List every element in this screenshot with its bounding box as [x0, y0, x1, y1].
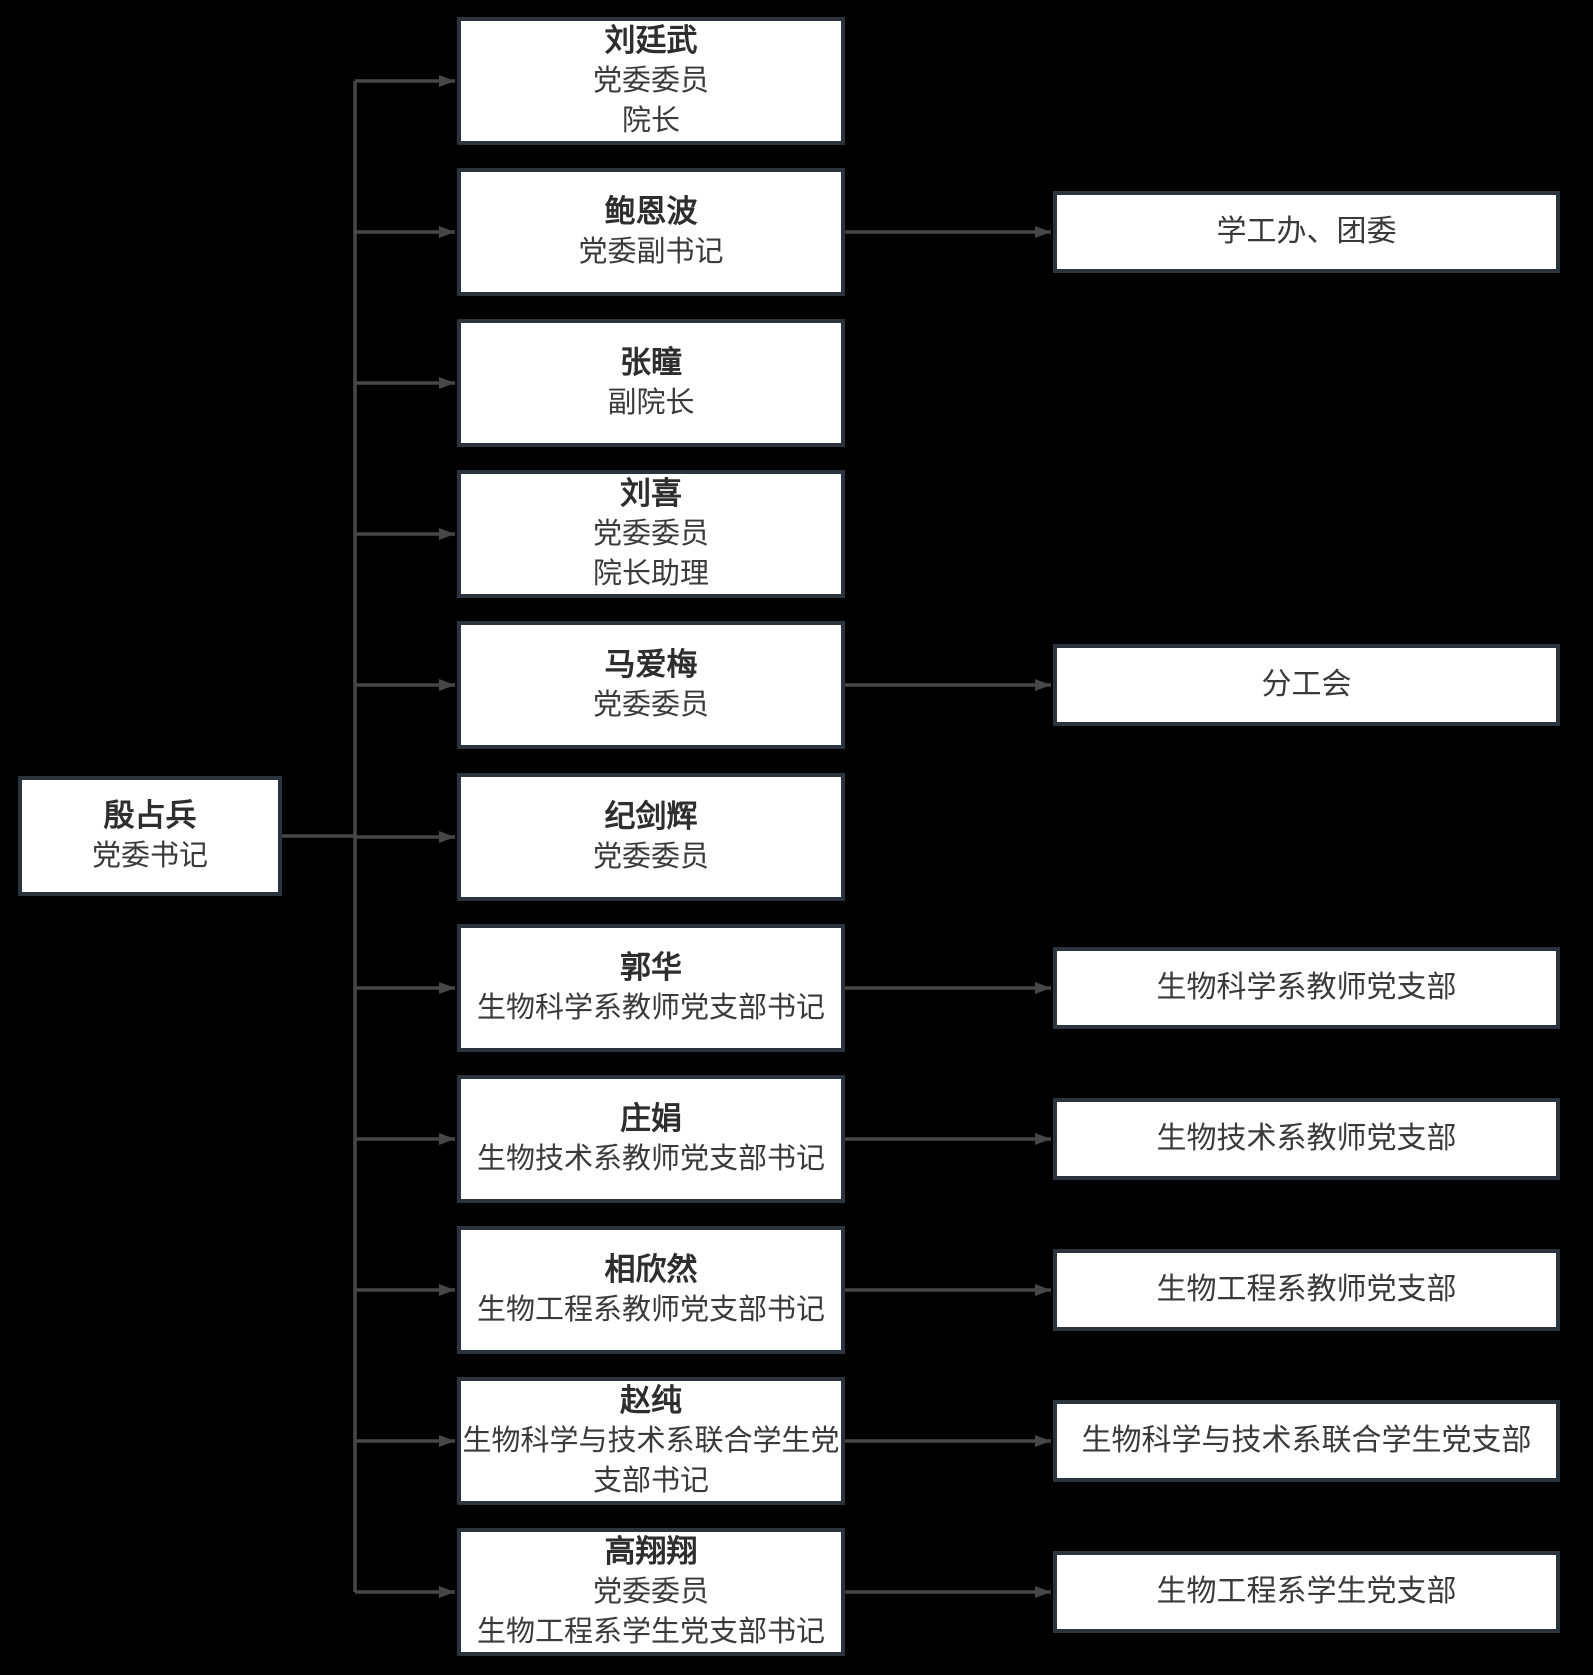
unit-box-4: 生物技术系教师党支部: [1053, 1098, 1560, 1180]
unit-label: 生物技术系教师党支部: [1156, 1122, 1457, 1155]
person-title: 党委委员: [592, 689, 709, 721]
member-box-4: 刘喜 党委委员 院长助理: [457, 470, 845, 598]
member-box-2: 鲍恩波 党委副书记: [457, 168, 845, 296]
person-name: 刘喜: [620, 476, 682, 511]
member-box-5: 马爱梅 党委委员: [457, 621, 845, 749]
member-box-3: 张瞳 副院长: [457, 319, 845, 447]
member-box-8: 庄娟 生物技术系教师党支部书记: [457, 1075, 845, 1203]
unit-label: 生物科学与技术系联合学生党支部: [1081, 1424, 1532, 1457]
unit-box-6: 生物科学与技术系联合学生党支部: [1053, 1400, 1560, 1482]
person-title: 党委委员: [592, 65, 709, 97]
person-title: 党委委员: [592, 841, 709, 873]
member-box-7: 郭华 生物科学系教师党支部书记: [457, 924, 845, 1052]
person-title: 生物科学与技术系联合学生党支部书记: [462, 1425, 840, 1497]
member-box-9: 相欣然 生物工程系教师党支部书记: [457, 1226, 845, 1354]
person-title: 院长: [621, 105, 680, 137]
unit-box-2: 分工会: [1053, 644, 1560, 726]
person-title: 党委书记: [91, 840, 208, 872]
member-box-10: 赵纯 生物科学与技术系联合学生党支部书记: [457, 1377, 845, 1505]
person-name: 鲍恩波: [604, 194, 698, 229]
person-name: 郭华: [620, 950, 682, 985]
person-name: 殷占兵: [103, 798, 197, 833]
person-name: 庄娟: [620, 1101, 682, 1136]
unit-label: 分工会: [1261, 668, 1352, 701]
unit-label: 生物工程系学生党支部: [1156, 1575, 1457, 1608]
person-title: 副院长: [607, 387, 695, 419]
person-title: 党委委员: [592, 1576, 709, 1608]
unit-box-7: 生物工程系学生党支部: [1053, 1551, 1560, 1633]
member-box-6: 纪剑辉 党委委员: [457, 773, 845, 901]
person-title: 党委委员: [592, 518, 709, 550]
unit-label: 生物工程系教师党支部: [1156, 1273, 1457, 1306]
person-name: 张瞳: [620, 345, 682, 380]
person-title: 生物工程系学生党支部书记: [476, 1616, 825, 1648]
person-title: 院长助理: [592, 558, 709, 590]
person-name: 马爱梅: [604, 647, 698, 682]
member-box-1: 刘廷武 党委委员 院长: [457, 17, 845, 145]
person-name: 赵纯: [620, 1383, 682, 1418]
unit-label: 生物科学系教师党支部: [1156, 971, 1457, 1004]
person-title: 生物科学系教师党支部书记: [476, 992, 825, 1024]
person-title: 生物工程系教师党支部书记: [476, 1294, 825, 1326]
unit-label: 学工办、团委: [1216, 215, 1397, 248]
person-name: 相欣然: [604, 1252, 698, 1287]
member-box-11: 高翔翔 党委委员 生物工程系学生党支部书记: [457, 1528, 845, 1656]
person-name: 纪剑辉: [604, 799, 698, 834]
unit-box-1: 学工办、团委: [1053, 191, 1560, 273]
unit-box-3: 生物科学系教师党支部: [1053, 947, 1560, 1029]
secretary-box: 殷占兵 党委书记: [18, 776, 282, 896]
person-name: 高翔翔: [604, 1534, 698, 1569]
person-name: 刘廷武: [604, 23, 698, 58]
person-title: 党委副书记: [578, 236, 724, 268]
unit-box-5: 生物工程系教师党支部: [1053, 1249, 1560, 1331]
person-title: 生物技术系教师党支部书记: [476, 1143, 825, 1175]
